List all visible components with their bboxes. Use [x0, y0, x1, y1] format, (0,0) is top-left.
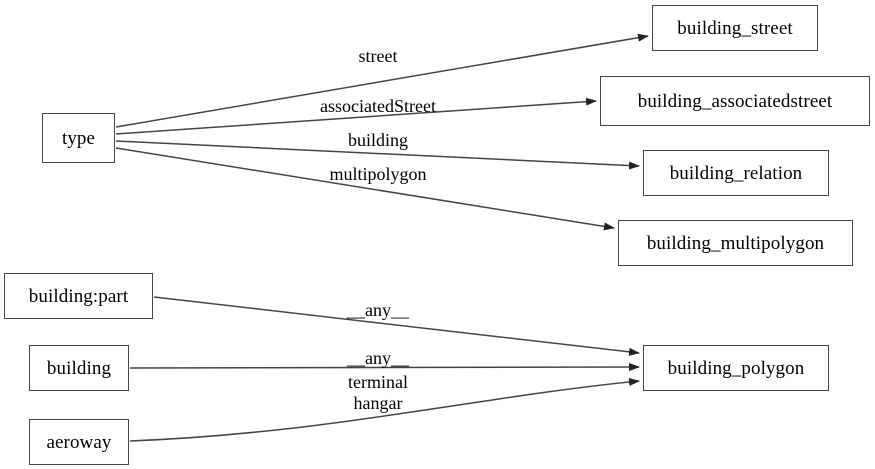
edge-type-to-building-multipolygon	[115, 147, 615, 231]
node-type[interactable]: type	[42, 113, 115, 163]
edge-label-hangar: hangar	[353, 393, 403, 413]
edge-type-to-building-street	[115, 33, 649, 128]
edge-label-street: street	[358, 46, 398, 66]
node-label: building_relation	[669, 162, 803, 184]
node-building[interactable]: building	[29, 345, 129, 391]
edge-lines	[115, 33, 649, 442]
edge-type-to-building-associatedstreet	[115, 97, 597, 135]
node-building-polygon[interactable]: building_polygon	[643, 345, 829, 391]
node-label: building_street	[677, 17, 793, 39]
edge-label-associatedstreet: associatedStreet	[320, 96, 436, 116]
edge-label-terminal: terminal	[348, 372, 408, 392]
edge-building-to-building-polygon	[129, 363, 640, 372]
node-label: aeroway	[46, 431, 112, 453]
node-building-relation[interactable]: building_relation	[643, 150, 829, 196]
node-label: building_polygon	[667, 357, 805, 379]
edge-label-building: building	[347, 130, 409, 150]
node-building-street[interactable]: building_street	[652, 5, 818, 51]
node-building-associatedstreet[interactable]: building_associatedstreet	[600, 76, 870, 126]
edge-label-any-building-part: __any__	[347, 300, 409, 320]
node-building-part[interactable]: building:part	[4, 273, 153, 319]
edge-aeroway-to-building-polygon	[129, 378, 640, 442]
node-building-multipolygon[interactable]: building_multipolygon	[618, 220, 853, 266]
node-label: type	[61, 127, 96, 149]
node-label: building	[46, 357, 112, 379]
node-aeroway[interactable]: aeroway	[29, 419, 129, 465]
edge-label-multipolygon: multipolygon	[329, 164, 427, 184]
edge-type-to-building-relation	[115, 140, 640, 170]
edge-building-part-to-building-polygon	[153, 296, 640, 356]
node-label: building_multipolygon	[646, 232, 825, 254]
node-label: building:part	[28, 285, 129, 307]
node-label: building_associatedstreet	[637, 90, 833, 112]
edge-label-any-building: __any__	[347, 348, 409, 368]
